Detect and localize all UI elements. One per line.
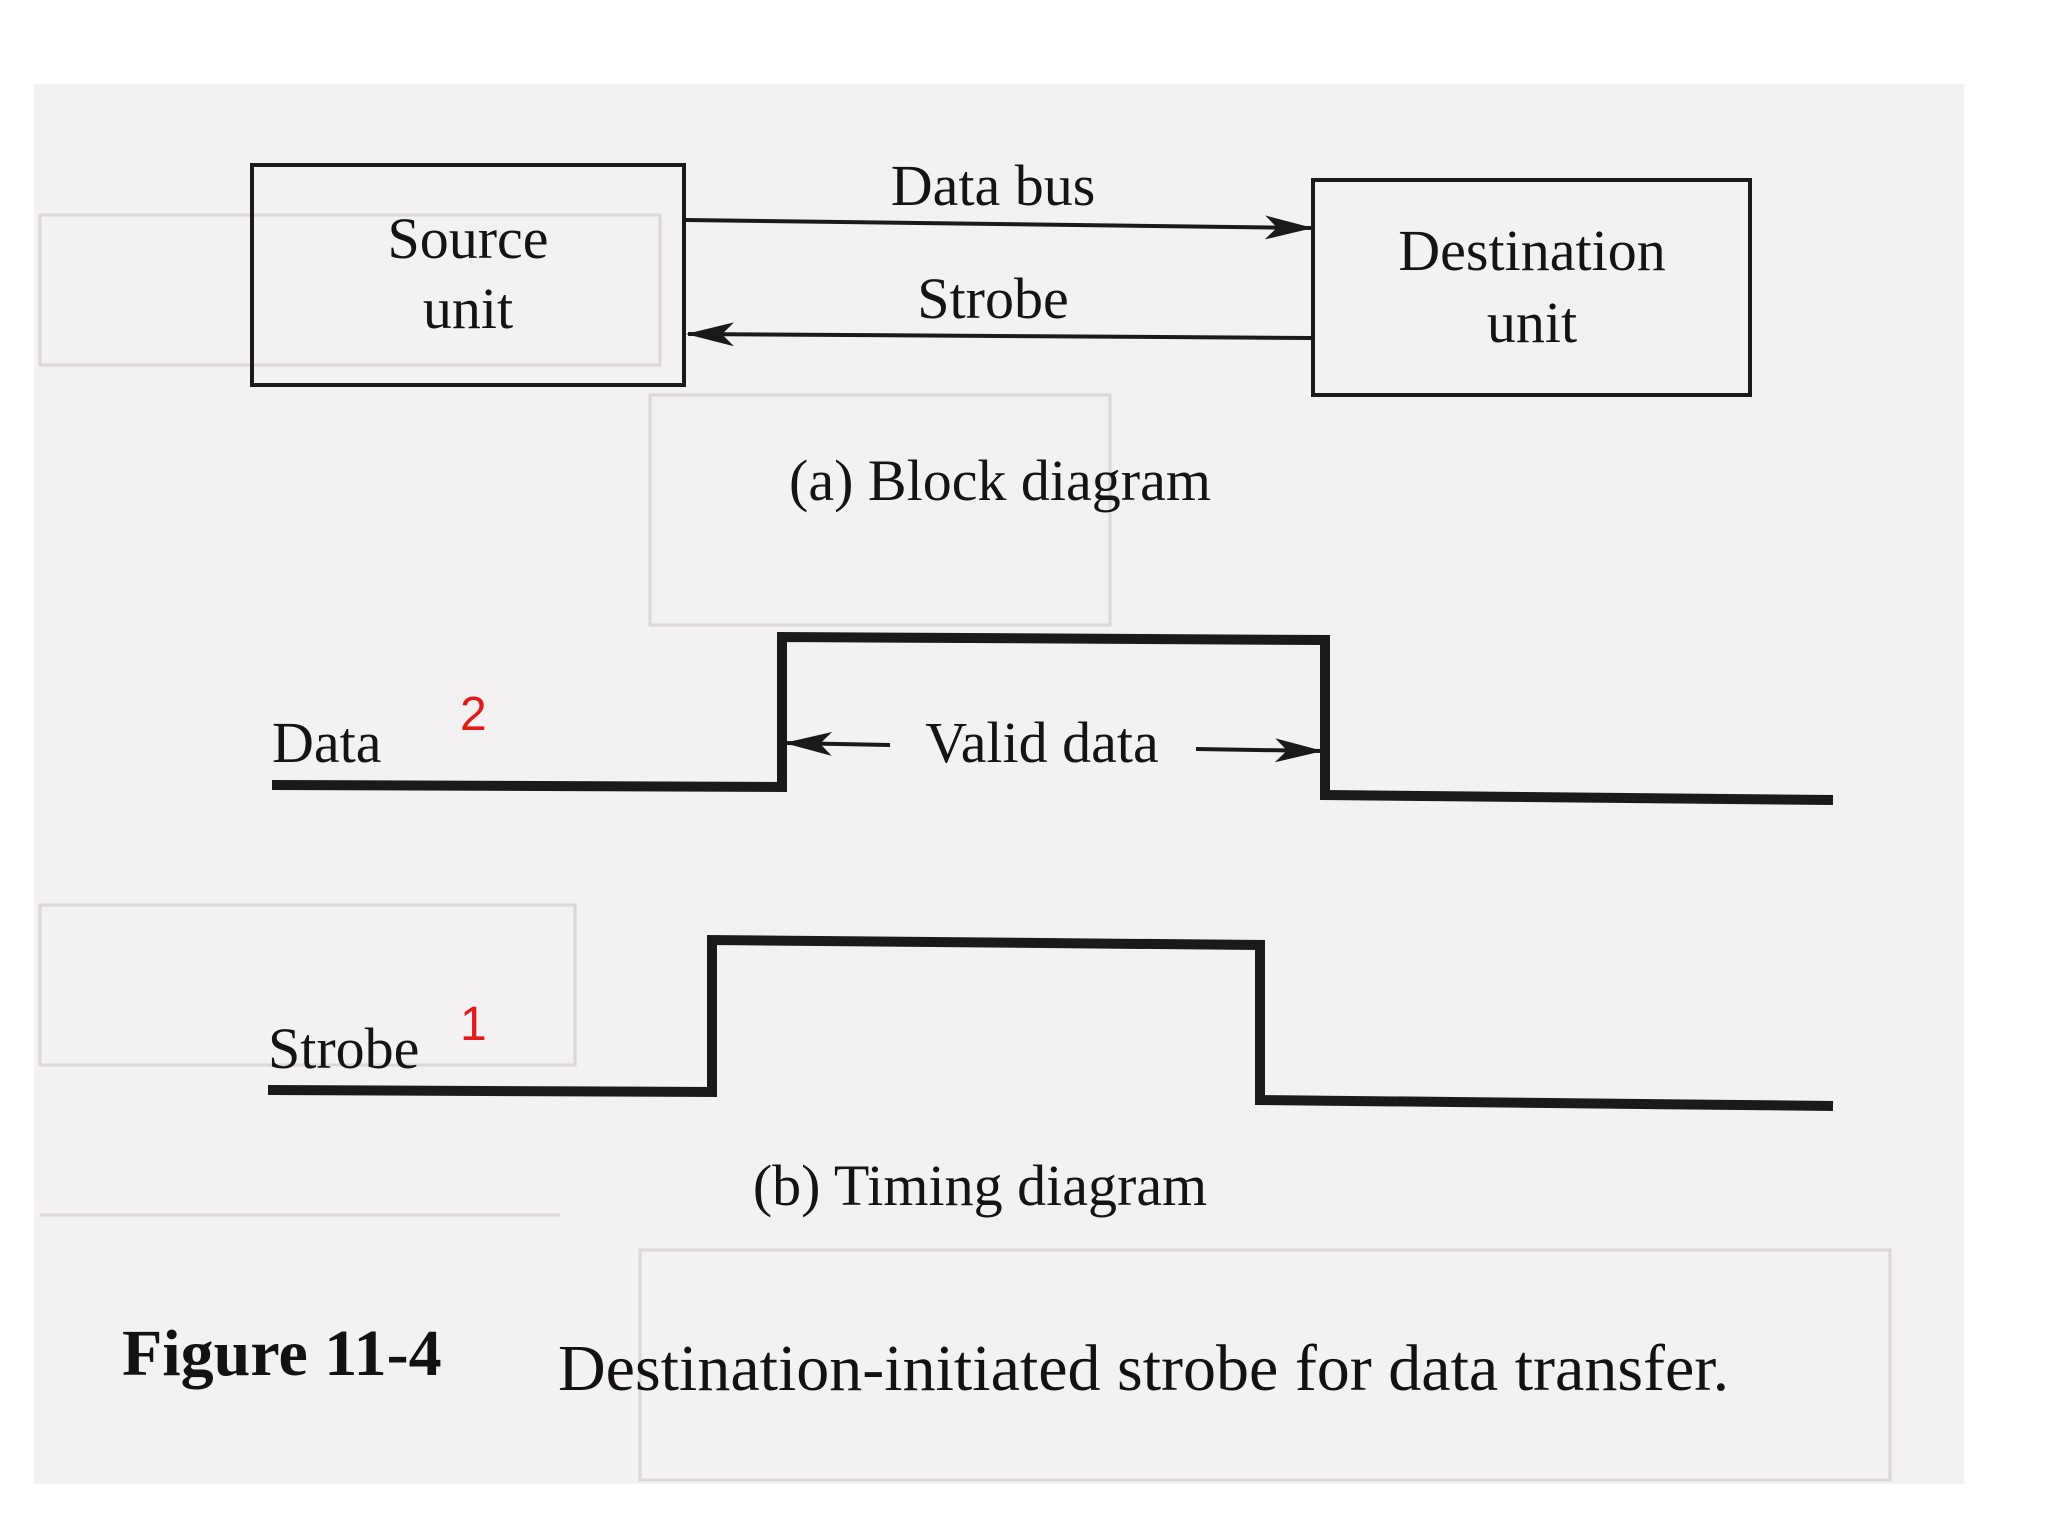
strobe-bus-label: Strobe [917, 266, 1068, 331]
data-signal-label: Data [272, 710, 382, 775]
valid-data-label: Valid data [925, 710, 1159, 775]
source-unit-box [250, 163, 686, 387]
destination-unit-label-line2: unit [1487, 290, 1577, 355]
block-diagram-caption: (a) Block diagram [789, 448, 1211, 513]
valid-data-right-arrow [1195, 738, 1323, 763]
destination-unit-label-line1: Destination [1398, 218, 1665, 283]
data-waveform [271, 631, 1834, 805]
strobe-arrow [686, 322, 1312, 347]
timing-diagram: Data Valid data Strobe (b) Timing diagra… [267, 631, 1834, 1218]
figure-number: Figure 11-4 [122, 1317, 442, 1390]
strobe-signal-label: Strobe [268, 1016, 419, 1081]
data-bus-arrow [685, 215, 1313, 240]
data-marker-number: 2 [460, 688, 487, 741]
destination-unit-box [1311, 178, 1752, 397]
strobe-waveform [267, 934, 1834, 1111]
source-unit-label-line2: unit [423, 276, 513, 341]
bleed-through-texture [38, 213, 1892, 1482]
block-diagram: Source unit Destination unit Data bus St… [250, 153, 1752, 513]
figure-caption: Figure 11-4 Destination-initiated strobe… [122, 1317, 1729, 1405]
strobe-marker-number: 1 [460, 998, 487, 1051]
data-bus-label: Data bus [891, 153, 1096, 218]
valid-data-left-arrow [784, 731, 891, 756]
source-unit-label-line1: Source [387, 206, 548, 271]
figure-title: Destination-initiated strobe for data tr… [558, 1332, 1729, 1405]
timing-diagram-caption: (b) Timing diagram [753, 1153, 1207, 1218]
